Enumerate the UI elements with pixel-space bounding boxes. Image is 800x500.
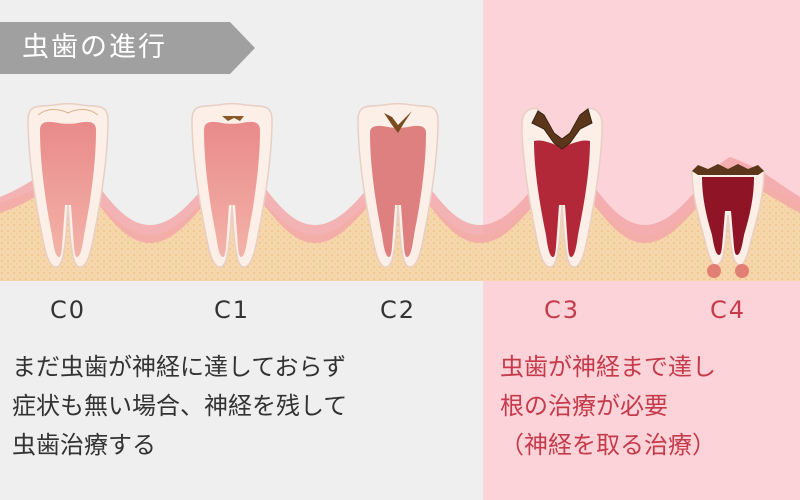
description-line: まだ虫歯が神経に達しておらず [12,353,347,381]
tooth-c2 [357,102,439,268]
early-stage-description: まだ虫歯が神経に達しておらず 症状も無い場合、神経を残して 虫歯治療する [12,348,482,465]
description-line: 症状も無い場合、神経を残して [12,392,348,420]
stage-label-c0: C0 [49,296,87,324]
tooth-c0 [27,102,109,268]
description-line: 根の治療が必要 [500,392,668,420]
tooth-c1 [191,102,273,268]
tooth-c4 [691,164,765,278]
description-line: （神経を取る治療） [500,431,716,459]
description-line: 虫歯治療する [12,431,156,459]
description-line: 虫歯が神経まで達し [500,353,716,381]
tooth-c3 [521,107,603,268]
advanced-stage-description: 虫歯が神経まで達し 根の治療が必要 （神経を取る治療） [500,348,800,465]
stage-label-c2: C2 [379,296,417,324]
stage-label-c4: C4 [709,296,747,324]
section-tag: 虫歯の進行 [0,22,255,74]
stage-label-c1: C1 [213,296,251,324]
stage-label-c3: C3 [543,296,581,324]
tag-arrow-shape [0,22,255,74]
section-title: 虫歯の進行 [22,32,167,63]
tooth-progression-illustration [0,102,800,281]
